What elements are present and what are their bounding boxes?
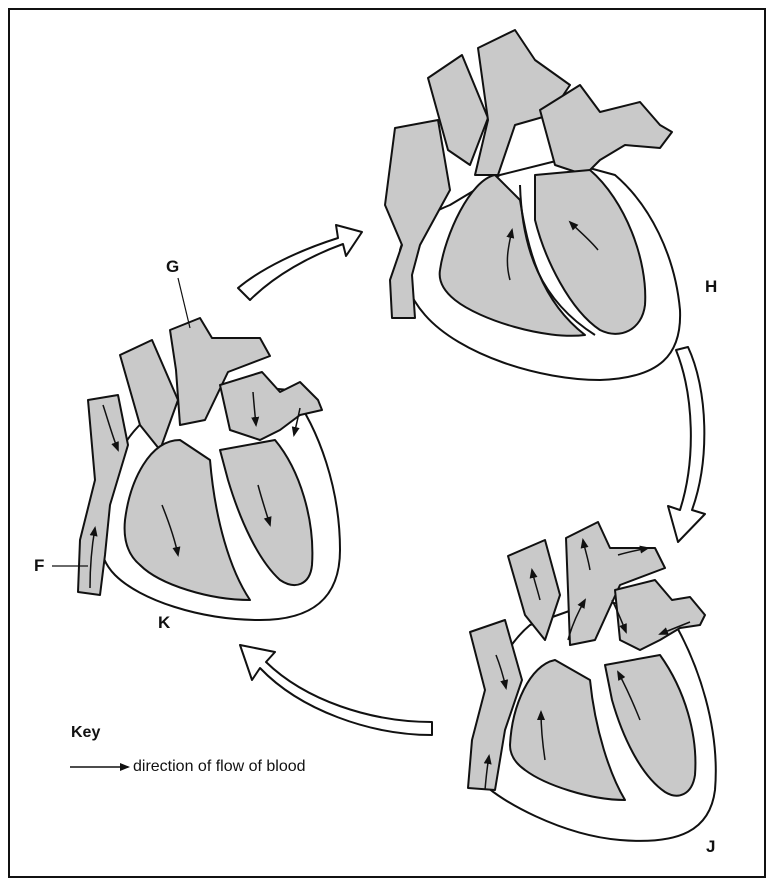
key-description: direction of flow of blood bbox=[133, 759, 306, 775]
cycle-arrow-h-to-j bbox=[668, 347, 705, 542]
cycle-arrow-k-to-h bbox=[238, 225, 362, 300]
leader-line-g bbox=[178, 278, 190, 328]
label-f: F bbox=[34, 557, 44, 574]
heart-k bbox=[78, 318, 340, 620]
cycle-arrow-j-to-k bbox=[240, 645, 432, 735]
label-g: G bbox=[166, 258, 179, 275]
label-h: H bbox=[705, 278, 717, 295]
heart-j-pulmonary-veins bbox=[615, 580, 705, 650]
heart-h-pulmonary-veins bbox=[540, 85, 672, 175]
label-k: K bbox=[158, 614, 170, 631]
heart-h bbox=[385, 30, 680, 380]
key-title: Key bbox=[71, 725, 100, 741]
label-j: J bbox=[706, 838, 715, 855]
